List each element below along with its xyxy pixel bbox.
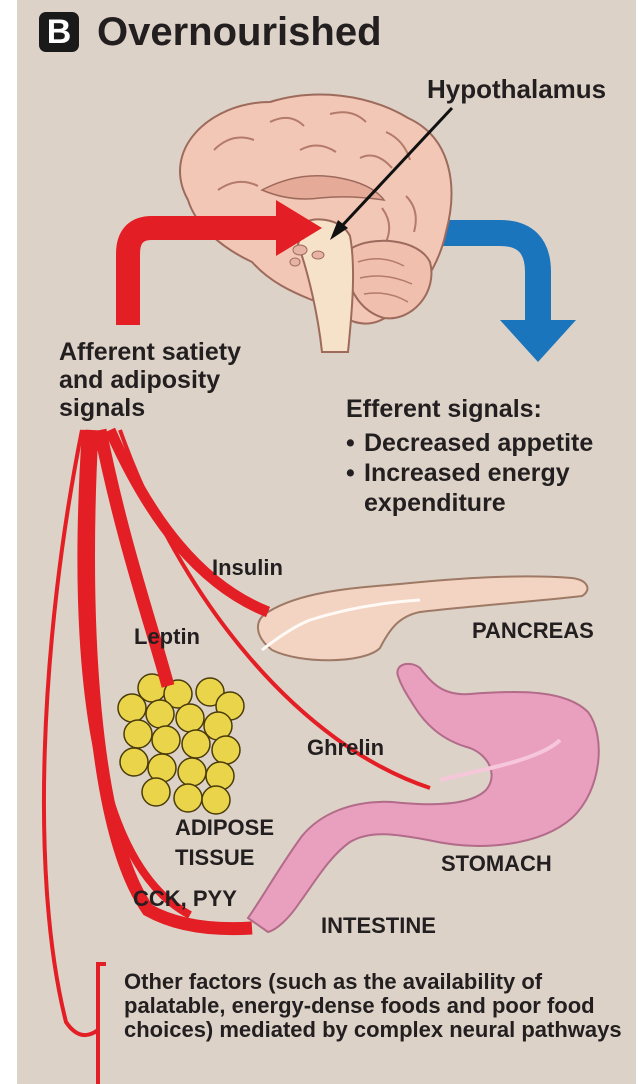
stomach-label: STOMACH <box>441 851 552 877</box>
intestine-label: INTESTINE <box>321 913 436 939</box>
efferent-signals-list: Decreased appetite Increased energy expe… <box>346 428 593 518</box>
pancreas-label: PANCREAS <box>472 618 594 644</box>
efferent-item: Increased energy expenditure <box>346 458 593 518</box>
stomach-illustration <box>248 664 599 932</box>
efferent-arrow <box>418 233 576 362</box>
panel-badge: B <box>39 12 79 52</box>
page-title: Overnourished <box>97 8 382 56</box>
insulin-label: Insulin <box>212 555 283 581</box>
ghrelin-label: Ghrelin <box>307 735 384 761</box>
hypothalamus-label: Hypothalamus <box>427 74 606 105</box>
cck-pyy-label: CCK, PYY <box>133 886 237 912</box>
leptin-label: Leptin <box>134 624 200 650</box>
other-factors-bracket <box>98 964 106 1084</box>
adipose-tissue-label: ADIPOSE TISSUE <box>175 813 274 873</box>
adipose-illustration <box>118 674 244 814</box>
efferent-signals-title: Efferent signals: <box>346 394 542 424</box>
diagram-panel: B Overnourished Hypothalamus Afferent sa… <box>17 0 636 1084</box>
efferent-item: Decreased appetite <box>346 428 593 458</box>
afferent-signals-label: Afferent satiety and adiposity signals <box>59 338 241 422</box>
other-factors-text: Other factors (such as the availability … <box>124 970 639 1042</box>
